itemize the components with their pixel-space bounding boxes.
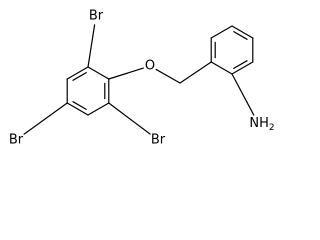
ether-bond	[155, 68, 181, 84]
right-ring-double-bond	[233, 60, 248, 69]
right-ring-bond	[210, 25, 233, 39]
right-ring-double-bond	[233, 31, 248, 40]
ether-bond	[108, 67, 144, 80]
right-ring-bond	[231, 61, 254, 75]
left-ring-bond	[66, 66, 89, 80]
left-ring-bond	[87, 66, 110, 80]
bromine-top-label: Br	[89, 9, 104, 24]
right-ring-bond	[231, 25, 254, 39]
c-n-bond	[231, 73, 255, 116]
amine-label: NH2	[249, 116, 274, 133]
right-ring-bond	[210, 61, 233, 75]
bromine-left-label: Br	[9, 133, 24, 148]
c-br-bond	[23, 102, 68, 135]
c-br-bond	[108, 102, 151, 135]
left-ring-double-bond	[72, 101, 87, 110]
left-ring-bond	[87, 102, 110, 116]
bromine-right-label: Br	[151, 133, 166, 148]
methylene-bond	[179, 61, 212, 84]
left-ring-bond	[66, 102, 89, 116]
oxygen-label: O	[145, 59, 155, 74]
c-br-bond	[87, 24, 96, 68]
left-ring-double-bond	[72, 72, 87, 81]
